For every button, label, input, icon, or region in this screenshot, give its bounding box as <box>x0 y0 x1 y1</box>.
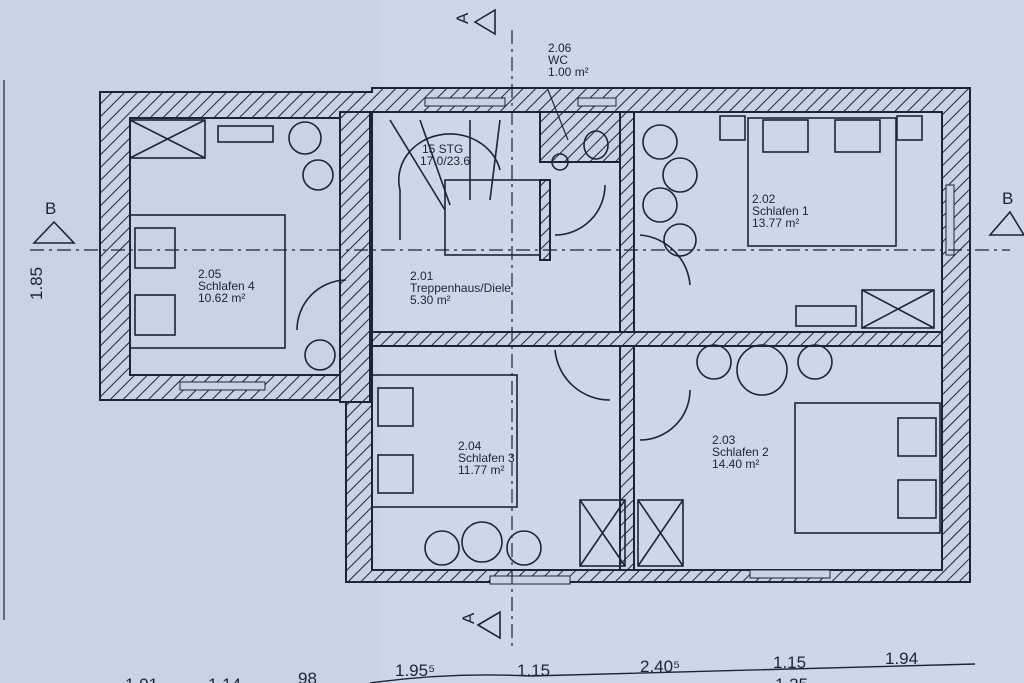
svg-text:15 STG: 15 STG <box>422 142 463 156</box>
svg-text:17.0/23.6: 17.0/23.6 <box>420 154 470 168</box>
svg-text:Schlafen 3: Schlafen 3 <box>458 451 515 465</box>
svg-text:1.01: 1.01 <box>125 675 158 683</box>
svg-text:98: 98 <box>298 669 317 683</box>
svg-text:A: A <box>459 612 478 624</box>
svg-text:2.05: 2.05 <box>198 267 222 281</box>
svg-text:1.25: 1.25 <box>775 675 808 683</box>
section-marker-a-bottom: A <box>459 610 501 640</box>
dimension-line-bottom: 1.01 1.14 98 1.95⁵ 1.15 2.40⁵ 1.15 1.94 … <box>125 649 976 683</box>
furniture <box>129 115 941 567</box>
svg-text:10.62 m²: 10.62 m² <box>198 291 245 305</box>
svg-text:2.01: 2.01 <box>410 269 434 283</box>
svg-text:1.14: 1.14 <box>208 675 241 683</box>
room-label-2-06: 2.06 WC 1.00 m² <box>547 41 589 141</box>
room-label-2-03: 2.03 Schlafen 2 14.40 m² <box>712 433 769 471</box>
svg-text:Schlafen 4: Schlafen 4 <box>198 279 255 293</box>
svg-text:WC: WC <box>548 53 568 67</box>
svg-text:B: B <box>1002 189 1013 208</box>
svg-text:5.30 m²: 5.30 m² <box>410 293 451 307</box>
svg-text:1.00 m²: 1.00 m² <box>548 65 589 79</box>
dimension-left: 1.85 <box>27 267 46 300</box>
svg-text:1.15: 1.15 <box>773 653 806 672</box>
section-marker-a-top: A <box>453 8 496 36</box>
svg-text:Schlafen 1: Schlafen 1 <box>752 204 809 218</box>
section-marker-b-right: B <box>988 189 1024 236</box>
section-lines <box>30 30 1010 650</box>
section-marker-b-left: B <box>32 199 76 244</box>
svg-text:2.03: 2.03 <box>712 433 736 447</box>
svg-text:A: A <box>453 12 472 24</box>
svg-text:2.04: 2.04 <box>458 439 482 453</box>
svg-text:1.15: 1.15 <box>517 661 550 680</box>
room-label-2-02: 2.02 Schlafen 1 13.77 m² <box>752 192 809 230</box>
svg-text:14.40 m²: 14.40 m² <box>712 457 759 471</box>
room-label-2-04: 2.04 Schlafen 3 11.77 m² <box>458 439 515 477</box>
svg-text:Schlafen 2: Schlafen 2 <box>712 445 769 459</box>
exterior-walls <box>99 87 971 583</box>
svg-text:2.40⁵: 2.40⁵ <box>640 657 680 676</box>
windows <box>179 97 955 585</box>
svg-text:2.06: 2.06 <box>548 41 572 55</box>
svg-text:13.77 m²: 13.77 m² <box>752 216 799 230</box>
svg-text:1.94: 1.94 <box>885 649 918 668</box>
room-label-2-05: 2.05 Schlafen 4 10.62 m² <box>198 267 255 305</box>
svg-text:11.77 m²: 11.77 m² <box>458 463 504 477</box>
stair-label: 15 STG 17.0/23.6 <box>420 142 470 168</box>
svg-text:B: B <box>45 199 56 218</box>
room-label-2-01: 2.01 Treppenhaus/Diele 5.30 m² <box>410 269 511 307</box>
svg-text:1.95⁵: 1.95⁵ <box>395 661 435 680</box>
svg-text:2.02: 2.02 <box>752 192 776 206</box>
svg-text:Treppenhaus/Diele: Treppenhaus/Diele <box>410 281 511 295</box>
